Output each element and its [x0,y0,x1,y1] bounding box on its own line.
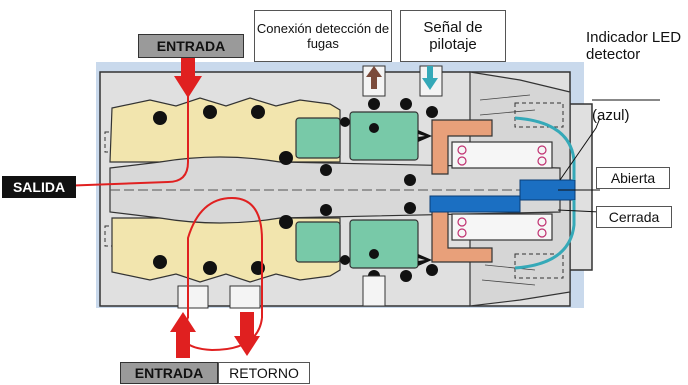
red-arrows [52,56,260,358]
pilot-signal-arrow [422,66,438,90]
leak-detection-label: Conexión detección de fugas [254,10,392,62]
orange-piston [431,119,493,263]
leak-port-arrow [366,66,382,89]
salida-label: SALIDA [2,176,76,198]
closed-label: Cerrada [596,206,672,228]
rotor-body [109,97,341,283]
led-indicator [429,116,576,270]
green-seals [295,111,419,269]
entrada-bottom-label: ENTRADA [120,362,218,384]
entrada-top-label: ENTRADA [138,34,244,58]
leader-lines [557,99,660,213]
o-rings [153,98,438,282]
springs [451,141,553,241]
pilot-signal-label: Señal de pilotaje [400,10,506,62]
retorno-label: RETORNO [218,362,310,384]
led-indicator-label: Indicador LED detector [586,29,682,63]
open-label: Abierta [596,167,670,189]
blue-label: (azul) [592,107,630,124]
v-seals [418,130,432,266]
